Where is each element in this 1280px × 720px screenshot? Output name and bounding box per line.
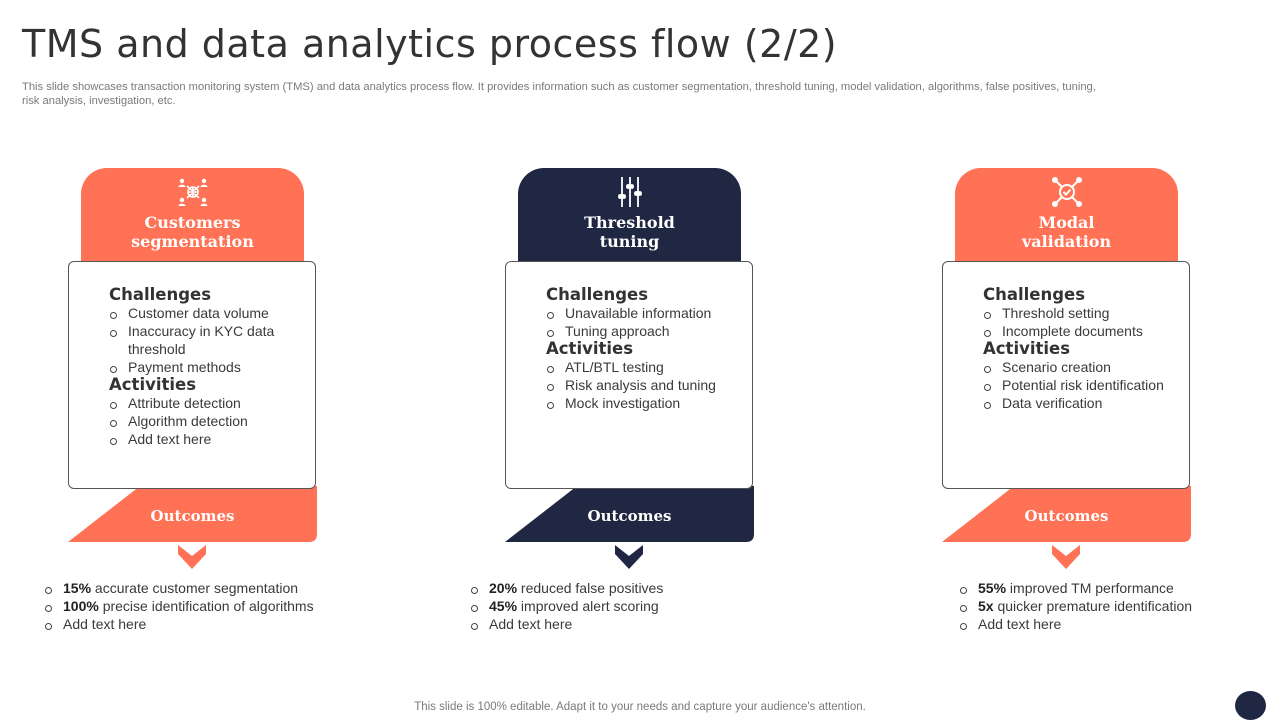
list-item: Algorithm detection — [109, 412, 303, 430]
outcomes-label: Outcomes — [1024, 507, 1109, 525]
details-card: Challenges Unavailable information Tunin… — [505, 261, 753, 489]
list-item: Payment methods — [109, 358, 303, 376]
list-item: Mock investigation — [546, 394, 740, 412]
outcomes-list: 55% improved TM performance 5x quicker p… — [959, 579, 1280, 633]
outcomes-band-shape — [505, 486, 754, 542]
chevron-down-icon — [615, 545, 643, 569]
list-item: 55% improved TM performance — [959, 579, 1280, 597]
list-item: Customer data volume — [109, 304, 303, 322]
details-card: Challenges Threshold setting Incomplete … — [942, 261, 1190, 489]
challenges-list: Customer data volume Inaccuracy in KYC d… — [109, 304, 303, 376]
list-item: 45% improved alert scoring — [470, 597, 800, 615]
outcomes-band: Outcomes — [942, 486, 1191, 542]
list-item: ATL/BTL testing — [546, 358, 740, 376]
list-item: Incomplete documents — [983, 322, 1177, 340]
list-item: Add text here — [470, 615, 800, 633]
outcome-text: Add text here — [489, 616, 573, 632]
challenges-heading: Challenges — [546, 285, 649, 304]
outcome-text: Add text here — [978, 616, 1062, 632]
list-item: Data verification — [983, 394, 1177, 412]
outcome-value: 55% — [978, 580, 1007, 596]
chevron-down-icon — [1052, 545, 1080, 569]
activities-heading: Activities — [109, 375, 197, 394]
outcomes-label: Outcomes — [150, 507, 235, 525]
page-title: TMS and data analytics process flow (2/2… — [22, 22, 838, 66]
column-title: Threshold tuning — [584, 213, 675, 251]
list-item: 20% reduced false positives — [470, 579, 800, 597]
activities-heading: Activities — [983, 339, 1071, 358]
list-item: Risk analysis and tuning — [546, 376, 740, 394]
outcome-text: Add text here — [63, 616, 147, 632]
list-item: 100% precise identification of algorithm… — [44, 597, 374, 615]
list-item: Unavailable information — [546, 304, 740, 322]
outcomes-band-shape — [68, 486, 317, 542]
outcome-value: 100% — [63, 598, 99, 614]
outcomes-list: 20% reduced false positives 45% improved… — [470, 579, 800, 633]
activities-list: Scenario creation Potential risk identif… — [983, 358, 1177, 412]
challenges-heading: Challenges — [983, 285, 1086, 304]
outcome-text: reduced false positives — [517, 580, 664, 596]
challenges-list: Unavailable information Tuning approach — [546, 304, 740, 340]
outcomes-band: Outcomes — [68, 486, 317, 542]
activities-list: ATL/BTL testing Risk analysis and tuning… — [546, 358, 740, 412]
outcome-value: 20% — [489, 580, 518, 596]
column-header: Threshold tuning — [518, 168, 741, 278]
list-item: 15% accurate customer segmentation — [44, 579, 374, 597]
outcome-value: 15% — [63, 580, 92, 596]
people-network-icon — [178, 178, 208, 206]
sliders-icon — [618, 177, 642, 207]
column-threshold-tuning: Threshold tuning Challenges Unavailable … — [471, 168, 777, 638]
outcome-text: precise identification of algorithms — [98, 598, 314, 614]
outcome-text: improved alert scoring — [517, 598, 659, 614]
outcomes-list: 15% accurate customer segmentation 100% … — [44, 579, 374, 633]
list-item: Add text here — [109, 430, 303, 448]
list-item: Scenario creation — [983, 358, 1177, 376]
outcome-value: 5x — [978, 598, 994, 614]
footer-note: This slide is 100% editable. Adapt it to… — [414, 701, 866, 713]
outcome-text: improved TM performance — [1006, 580, 1174, 596]
list-item: 5x quicker premature identification — [959, 597, 1280, 615]
column-title: Customers segmentation — [131, 213, 254, 251]
challenges-list: Threshold setting Incomplete documents — [983, 304, 1177, 340]
outcome-text: quicker premature identification — [993, 598, 1193, 614]
details-card: Challenges Customer data volume Inaccura… — [68, 261, 316, 489]
outcome-text: accurate customer segmentation — [91, 580, 299, 596]
column-header: Modal validation — [955, 168, 1178, 278]
outcomes-label: Outcomes — [587, 507, 672, 525]
list-item: Add text here — [44, 615, 374, 633]
list-item: Attribute detection — [109, 394, 303, 412]
challenges-heading: Challenges — [109, 285, 212, 304]
check-network-icon — [1052, 177, 1082, 207]
column-header: Customers segmentation — [81, 168, 304, 278]
corner-dot — [1235, 691, 1266, 720]
list-item: Inaccuracy in KYC data threshold — [109, 322, 303, 358]
column-customers-segmentation: Customers segmentation Challenges Custom… — [45, 168, 340, 638]
column-modal-validation: Modal validation Challenges Threshold se… — [934, 168, 1214, 638]
outcomes-band-shape — [942, 486, 1191, 542]
chevron-down-icon — [178, 545, 206, 569]
column-title: Modal validation — [1021, 213, 1112, 251]
activities-list: Attribute detection Algorithm detection … — [109, 394, 303, 448]
list-item: Tuning approach — [546, 322, 740, 340]
outcome-value: 45% — [489, 598, 518, 614]
list-item: Add text here — [959, 615, 1280, 633]
page-subtitle: This slide showcases transaction monitor… — [22, 81, 1096, 107]
list-item: Potential risk identification — [983, 376, 1177, 394]
list-item: Threshold setting — [983, 304, 1177, 322]
activities-heading: Activities — [546, 339, 634, 358]
outcomes-band: Outcomes — [505, 486, 754, 542]
